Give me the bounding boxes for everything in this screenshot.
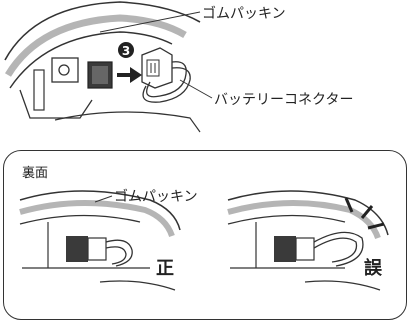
panel-title: 裏面 (22, 166, 49, 181)
wire (142, 67, 191, 103)
rubber-gasket-left (19, 200, 175, 238)
comparison-panel (3, 150, 407, 320)
socket-face (92, 66, 108, 84)
battery-connector-right (295, 237, 315, 261)
wire (146, 61, 187, 98)
warning-stroke (367, 222, 385, 230)
warning-stroke (344, 197, 354, 213)
connector-face (146, 59, 160, 77)
socket-connector-left (66, 236, 88, 262)
connector-leader-line (179, 79, 213, 99)
rubber-gasket (5, 14, 187, 77)
interior-post (33, 69, 45, 111)
socket-connector-right (274, 236, 296, 262)
correct-label: 正 (156, 258, 174, 279)
housing-edge-left (19, 190, 181, 231)
gasket-label-panel: ゴムパッキン (114, 189, 198, 205)
gasket-label: ゴムパッキン (202, 6, 286, 22)
screw-hole (58, 64, 70, 76)
wrong-label: 誤 (364, 258, 382, 279)
warning-stroke (360, 205, 374, 219)
battery-connector-left (87, 237, 107, 261)
interior-wall (19, 89, 93, 119)
screw-boss (51, 57, 79, 83)
gasket-leader-line-left (94, 195, 113, 203)
step-badge (118, 42, 134, 58)
wire-pinched-right (313, 231, 364, 267)
housing-lower-edge (54, 111, 201, 133)
housing-outer-edge (4, 1, 201, 61)
connector-label: バッテリーコネクター (214, 92, 354, 108)
housing-edge-right (227, 190, 389, 236)
step-number: 3 (122, 44, 130, 58)
gasket-leader-line (99, 11, 201, 33)
rubber-gasket-right (227, 200, 381, 240)
insert-arrow (117, 67, 142, 83)
housing-inner-edge (9, 31, 173, 89)
wire-left (105, 239, 133, 267)
